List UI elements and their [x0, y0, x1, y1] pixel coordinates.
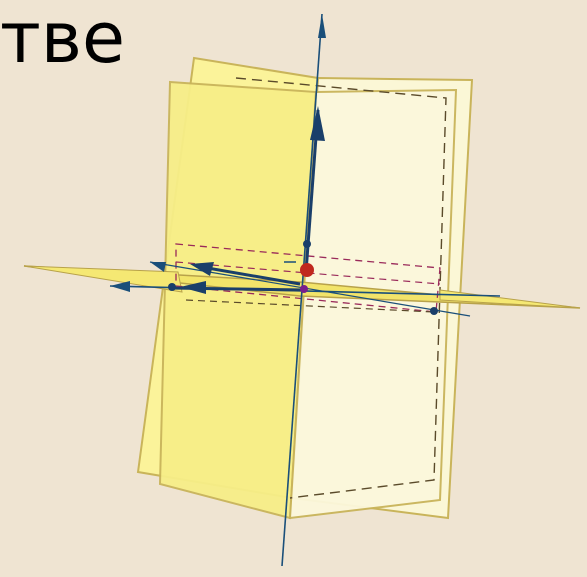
arrowhead-icon — [110, 281, 130, 292]
arrowhead-icon — [150, 262, 166, 272]
front-plane-right — [288, 88, 458, 520]
horizontal-axes — [109, 261, 501, 317]
front-plane — [158, 77, 458, 520]
arrowhead-icon — [190, 262, 214, 276]
title-text: тве — [0, 0, 126, 79]
arrowhead-icon — [310, 106, 325, 141]
dot-icon — [300, 285, 308, 293]
diagonal-vector-line — [195, 264, 301, 286]
front-plane-dashed — [235, 77, 447, 499]
dot-icon — [303, 240, 311, 248]
center-points — [300, 263, 314, 293]
dot-icon — [168, 283, 176, 291]
dot-icon — [300, 263, 314, 277]
front-plane-left — [158, 80, 318, 520]
arrowhead-icon — [318, 14, 326, 38]
horizontal-plane-left-wedge — [23, 265, 183, 293]
arrowhead-icon — [180, 281, 206, 294]
intersection-dashed-line-2 — [185, 299, 435, 313]
dot-icon — [430, 307, 438, 315]
